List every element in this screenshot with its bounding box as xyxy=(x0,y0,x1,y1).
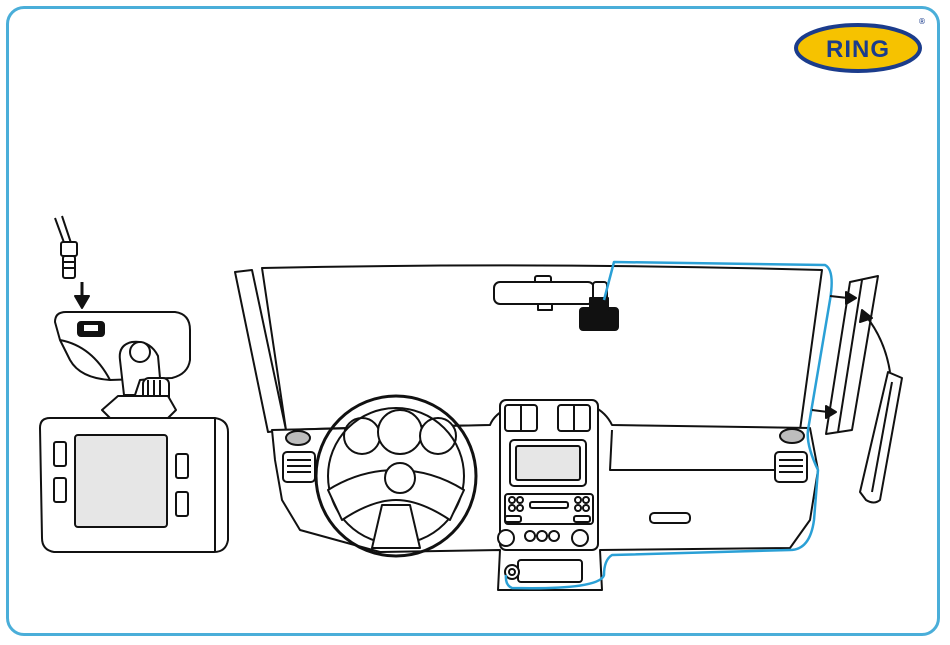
registered-mark: ® xyxy=(918,17,926,26)
ring-logo: RING ® xyxy=(796,17,926,71)
a-pillar-trim-with-tool xyxy=(812,276,902,503)
rear-view-mirror xyxy=(494,276,594,310)
left-air-vent xyxy=(283,452,315,482)
dash-camera-with-suction-mount xyxy=(40,216,228,552)
console-storage xyxy=(518,560,582,582)
glovebox-handle xyxy=(650,513,690,523)
usb-plug xyxy=(61,242,77,278)
right-air-vent xyxy=(775,452,807,482)
down-arrow-icon xyxy=(75,282,89,308)
camera-screen xyxy=(75,435,167,527)
brand-name: RING xyxy=(826,36,890,63)
